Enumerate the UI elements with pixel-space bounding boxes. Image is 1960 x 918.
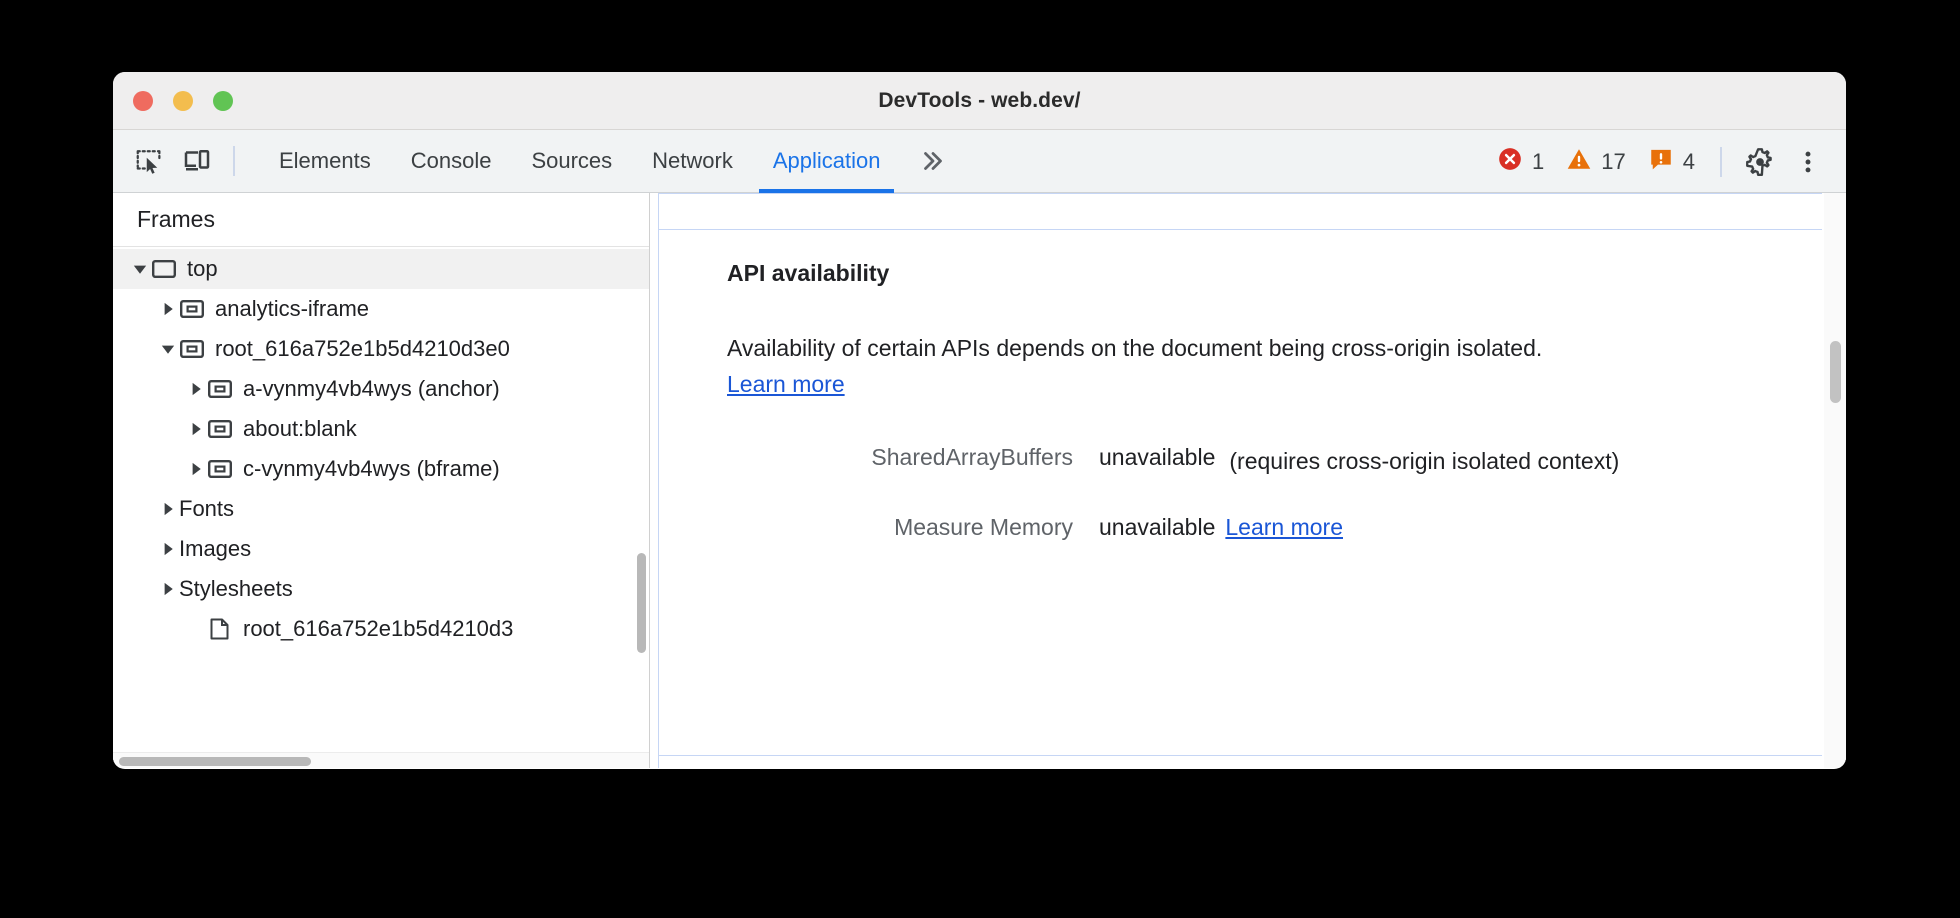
chevron-right-icon[interactable] [157, 542, 179, 556]
tree-item-label: top [187, 256, 218, 281]
error-icon [1497, 146, 1523, 177]
issues-counter[interactable]: 4 [1637, 146, 1706, 177]
iframe-icon [207, 418, 233, 440]
tree-item-label: a-vynmy4vb4wys (anchor) [243, 376, 500, 401]
tree-item-label: Stylesheets [179, 576, 293, 601]
tree-item[interactable]: Fonts [113, 489, 649, 529]
chevron-right-icon[interactable] [185, 382, 207, 396]
report-top-strip [659, 194, 1822, 230]
minimize-window-button[interactable] [173, 90, 193, 111]
tree-item-label: Fonts [179, 496, 235, 521]
tree-item[interactable]: top [113, 249, 649, 289]
report-scrollbar-thumb[interactable] [1830, 341, 1841, 403]
security-report-panel: API availability Availability of certain… [650, 193, 1846, 768]
issue-icon [1648, 146, 1674, 177]
api-row-label: Measure Memory [894, 513, 1073, 540]
api-row-note: (requires cross-origin isolated context) [1229, 448, 1620, 475]
frames-sidebar: Frames top analytics-iframe root_616a752e1… [113, 193, 650, 768]
tree-item[interactable]: root_616a752e1b5d4210d3e0 [113, 329, 649, 369]
panel-tabs: Elements Console Sources Network Applica… [259, 130, 966, 193]
frame-icon [151, 258, 177, 280]
report-frame: API availability Availability of certain… [658, 193, 1822, 768]
more-vertical-icon[interactable] [1784, 138, 1832, 186]
chevron-right-icon[interactable] [157, 582, 179, 596]
chevron-down-icon[interactable] [129, 262, 151, 276]
more-tabs-icon[interactable] [900, 130, 966, 193]
window-title: DevTools - web.dev/ [878, 88, 1081, 112]
error-count: 1 [1532, 148, 1545, 174]
chevron-down-icon[interactable] [157, 342, 179, 356]
sidebar-title: Frames [113, 193, 649, 247]
tree-item-label: about:blank [243, 416, 357, 441]
error-counter[interactable]: 1 [1486, 146, 1555, 177]
window-titlebar: DevTools - web.dev/ [113, 72, 1846, 130]
toolbar-divider [233, 146, 235, 176]
tab-console[interactable]: Console [410, 148, 492, 173]
report-bottom-rule [658, 755, 1822, 756]
sidebar-horizontal-scrollbar-thumb[interactable] [119, 757, 311, 766]
sidebar-vertical-scrollbar[interactable] [637, 553, 646, 653]
close-window-button[interactable] [133, 90, 153, 111]
availability-paragraph-text: Availability of certain APIs depends on … [727, 335, 1543, 361]
toolbar-right-group: 1 17 [1486, 130, 1832, 193]
document-icon [207, 618, 233, 640]
warning-count: 17 [1601, 148, 1626, 174]
learn-more-link[interactable]: Learn more [1225, 513, 1343, 540]
api-row: SharedArrayBuffers unavailable (requires c… [727, 444, 1822, 480]
report-scrollbar-track[interactable] [1824, 193, 1846, 768]
tree-item-label: Images [179, 536, 252, 561]
tree-item-label: c-vynmy4vb4wys (bframe) [243, 456, 500, 481]
iframe-icon [179, 298, 205, 320]
tree-item[interactable]: about:blank [113, 409, 649, 449]
toolbar-divider-right [1720, 146, 1722, 177]
tree-item-label: analytics-iframe [215, 296, 370, 321]
tree-item[interactable]: Stylesheets [113, 569, 649, 609]
tree-item[interactable]: a-vynmy4vb4wys (anchor) [113, 369, 649, 409]
inspect-element-icon[interactable] [125, 137, 173, 185]
iframe-icon [207, 378, 233, 400]
tree-item[interactable]: root_616a752e1b5d4210d3 [113, 609, 649, 649]
iframe-icon [179, 338, 205, 360]
tree-item[interactable]: Images [113, 529, 649, 569]
learn-more-link-paragraph[interactable]: Learn more [727, 370, 845, 397]
report-body: API availability Availability of certain… [659, 230, 1822, 541]
tree-item-label: root_616a752e1b5d4210d3e0 [215, 336, 510, 361]
tab-application[interactable]: Application [753, 130, 901, 193]
tree-item-label: root_616a752e1b5d4210d3 [243, 616, 514, 641]
api-row-label: SharedArrayBuffers [871, 444, 1073, 471]
maximize-window-button[interactable] [213, 90, 233, 111]
api-rows: SharedArrayBuffers unavailable (requires c… [727, 444, 1822, 541]
sidebar-horizontal-scrollbar[interactable] [113, 752, 649, 768]
devtools-window: DevTools - web.dev/ [113, 72, 1846, 769]
tab-network[interactable]: Network [652, 148, 733, 173]
section-title: API availability [727, 260, 890, 286]
devtools-toolbar: Elements Console Sources Network Applica… [113, 130, 1846, 193]
issues-count: 4 [1682, 148, 1695, 174]
warning-icon [1566, 146, 1592, 177]
devtools-body: Frames top analytics-iframe root_616a752e1… [113, 193, 1846, 768]
chevron-right-icon[interactable] [185, 422, 207, 436]
chevron-right-icon[interactable] [185, 462, 207, 476]
availability-paragraph: Availability of certain APIs depends on … [727, 331, 1607, 402]
tree-item[interactable]: c-vynmy4vb4wys (bframe) [113, 449, 649, 489]
chevron-right-icon[interactable] [157, 302, 179, 316]
tab-sources[interactable]: Sources [531, 148, 613, 173]
gear-icon[interactable] [1736, 138, 1784, 186]
traffic-light-buttons [133, 90, 233, 111]
iframe-icon [207, 458, 233, 480]
frames-tree: top analytics-iframe root_616a752e1b5d4210… [113, 247, 649, 649]
api-row-value: unavailable [1099, 513, 1216, 540]
chevron-right-icon[interactable] [157, 502, 179, 516]
api-row: Measure Memory unavailable Learn more [727, 514, 1822, 541]
api-row-value: unavailable [1099, 444, 1216, 471]
warning-counter[interactable]: 17 [1555, 146, 1636, 177]
tree-item[interactable]: analytics-iframe [113, 289, 649, 329]
device-toolbar-icon[interactable] [173, 137, 221, 185]
tab-elements[interactable]: Elements [279, 148, 371, 173]
